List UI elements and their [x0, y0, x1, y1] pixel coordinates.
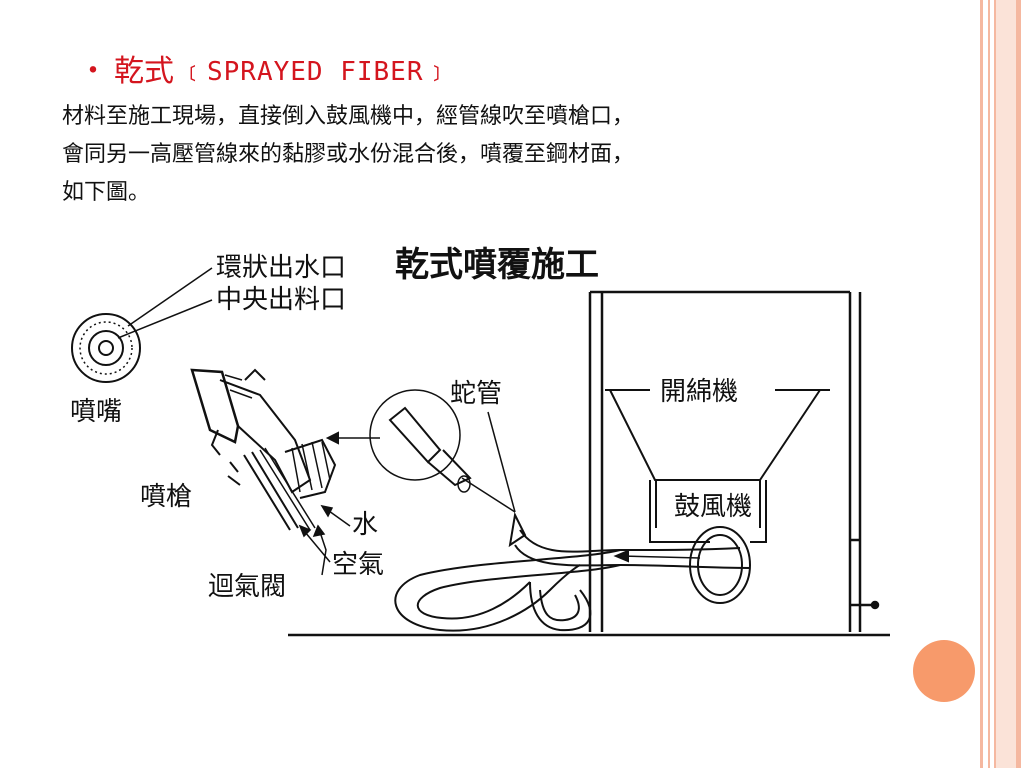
- rail-line-1: [980, 0, 983, 768]
- rail-line-3: [1018, 0, 1021, 768]
- body-line-3: 如下圖。: [62, 180, 151, 205]
- body-line-1: 材料至施工現場，直接倒入鼓風機中，經管線吹至噴槍口，: [62, 104, 635, 129]
- right-decorative-rails: [980, 0, 1024, 768]
- label-blower: 鼓風機: [674, 492, 752, 522]
- arrow-detail-to-gun: [325, 431, 380, 445]
- rail-band: [994, 0, 1018, 768]
- label-opener: 開綿機: [660, 377, 738, 407]
- body-paragraph: 材料至施工現場，直接倒入鼓風機中，經管線吹至噴槍口， 會同另一高壓管線來的黏膠或…: [62, 98, 902, 212]
- snake-hose-leader: [487, 411, 516, 513]
- nozzle-drawing: [71, 267, 213, 383]
- opener-hopper: [605, 389, 830, 528]
- blower-housing: [649, 526, 767, 604]
- label-nozzle: 噴嘴: [70, 397, 122, 427]
- bullet-heading: ・ 乾式 ﹝SPRAYED FIBER﹞: [78, 48, 451, 96]
- rail-line-2: [988, 0, 990, 768]
- body-line-2: 會同另一高壓管線來的黏膠或水份混合後，噴覆至鋼材面，: [62, 142, 635, 167]
- dry-spray-diagram: 乾式噴覆施工 環狀出水口 中央出料口 噴嘴: [60, 230, 900, 645]
- label-return-valve: 迴氣閥: [208, 572, 286, 602]
- diagram-svg: 乾式噴覆施工 環狀出水口 中央出料口 噴嘴: [70, 245, 890, 637]
- bullet-title: 乾式: [114, 54, 174, 89]
- label-snake-hose: 蛇管: [450, 379, 502, 409]
- hose-coil: [394, 511, 751, 632]
- label-center-outlet: 中央出料口: [216, 285, 346, 315]
- input-leaders: [298, 504, 351, 576]
- decorative-orange-circle: [913, 640, 975, 702]
- label-water: 水: [352, 510, 378, 540]
- label-gun: 噴槍: [140, 482, 192, 512]
- bullet-dot: ・: [78, 54, 108, 89]
- label-ring-outlet: 環狀出水口: [216, 253, 346, 283]
- flow-arrow: [613, 549, 701, 563]
- label-air: 空氣: [332, 550, 384, 580]
- figure-title: 乾式噴覆施工: [395, 245, 599, 285]
- hose-detail-drawing: [369, 389, 516, 513]
- machine-frame: [588, 290, 880, 632]
- bullet-subtitle: ﹝SPRAYED FIBER﹞: [180, 57, 451, 87]
- spray-gun-drawing: [190, 368, 337, 531]
